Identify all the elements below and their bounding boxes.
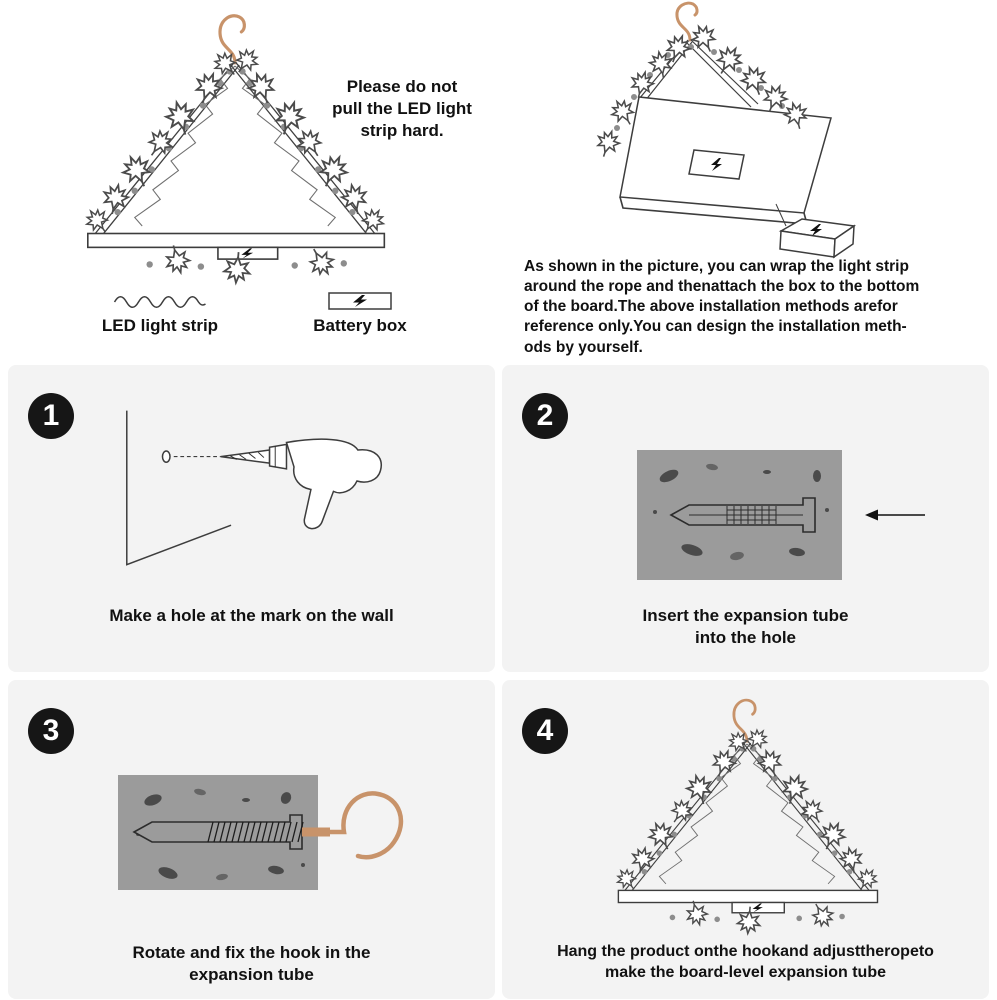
step-2-caption: Insert the expansion tube into the hole — [642, 606, 849, 648]
step-panel-3: 3 Rotate and fix the hook in the expansi… — [8, 680, 495, 999]
step-panel-1: 1 Make a hole at the mark on the wall — [8, 365, 495, 672]
drill-hole-illustration — [126, 410, 382, 566]
hanging-shelf-illustration — [607, 690, 887, 937]
step-3-badge: 3 — [28, 708, 74, 754]
board-wrap-illustration — [592, 1, 857, 259]
step-1-badge: 1 — [28, 393, 74, 439]
step-4-caption: Hang the product onthe hookand adjustthe… — [557, 943, 934, 981]
led-strip-label: LED light strip — [101, 316, 219, 335]
step-panel-2: 2 Insert the expansion tube into the hol… — [502, 365, 989, 672]
battery-box-label: Battery box — [313, 316, 407, 335]
warning-text: Please do not pull the LED light strip h… — [332, 77, 472, 140]
step-panel-4: 4 Hang the product onthe hookand adjustt… — [502, 680, 989, 999]
step-3-caption: Rotate and fix the hook in the expansion… — [132, 943, 371, 985]
installation-description: As shown in the picture, you can wrap th… — [524, 258, 920, 356]
hook-screw-illustration — [118, 775, 404, 890]
battery-box-icon — [328, 292, 392, 310]
led-strip-squiggle-icon — [113, 296, 206, 308]
step-1-caption: Make a hole at the mark on the wall — [109, 606, 394, 625]
step-4-badge: 4 — [522, 708, 568, 754]
triangle-shelf-illustration — [75, 4, 395, 287]
step-2-badge: 2 — [522, 393, 568, 439]
expansion-tube-illustration — [637, 450, 925, 580]
